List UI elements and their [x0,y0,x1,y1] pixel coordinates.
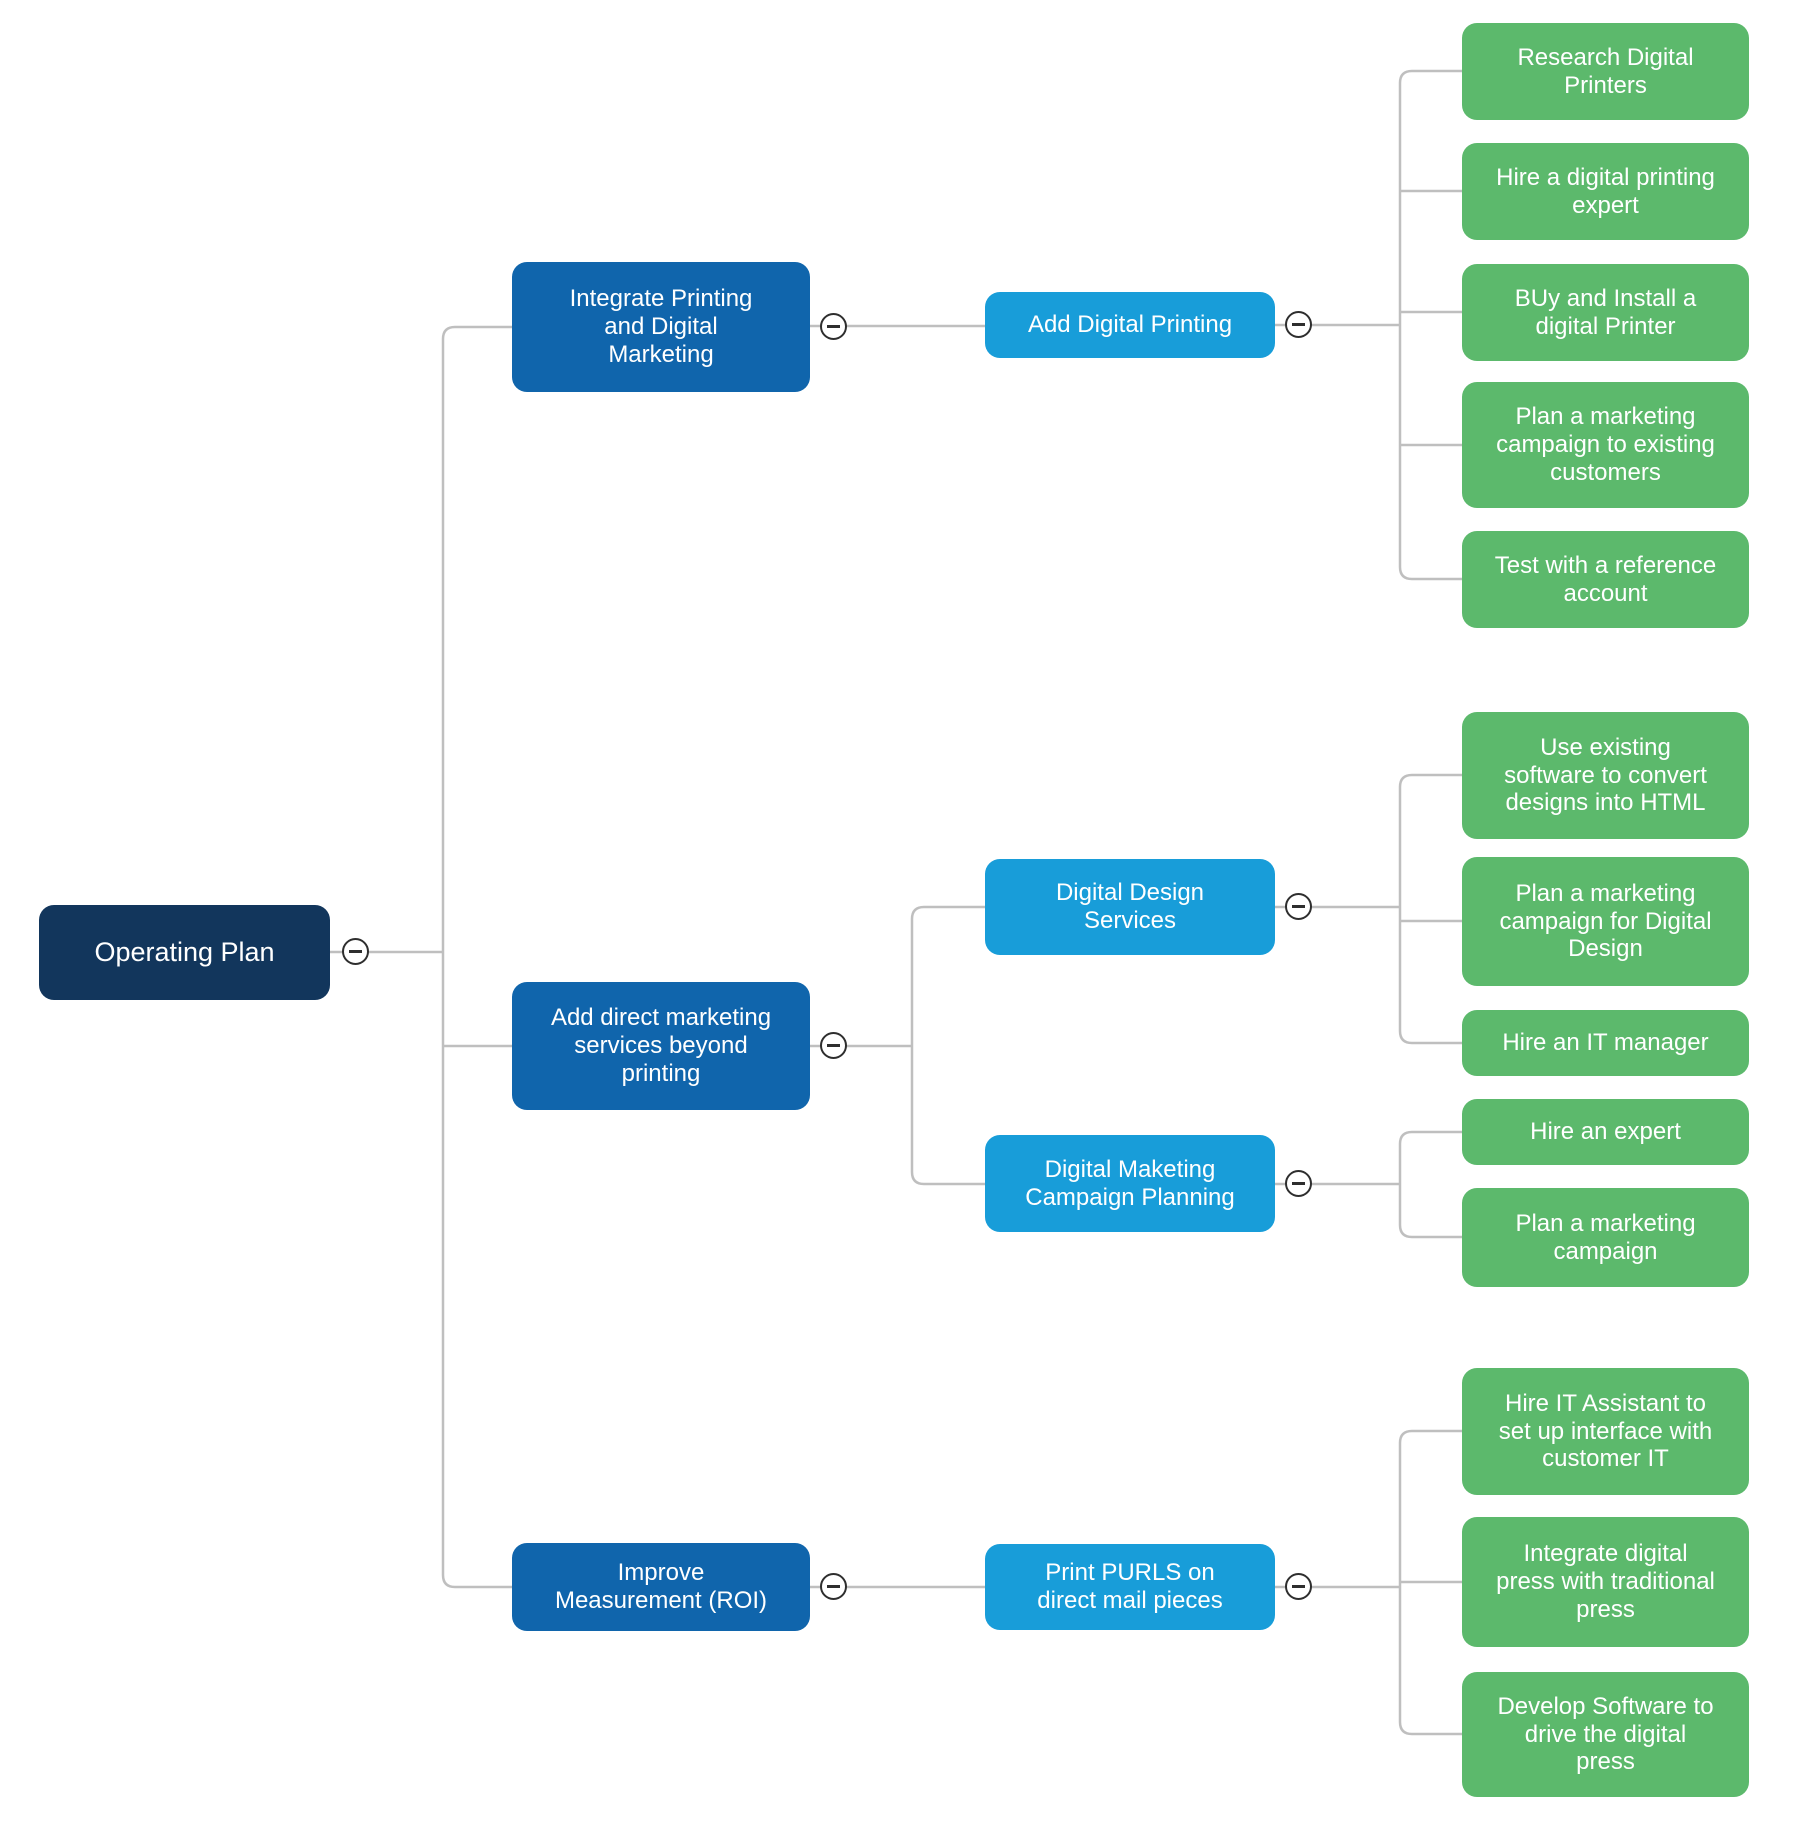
node-label: Digital Design Services [1055,879,1205,934]
node-label: Integrate digital press with traditional… [1496,1540,1715,1623]
node-label: Operating Plan [94,936,275,967]
node-label: Print PURLS on direct mail pieces [1037,1559,1223,1614]
minus-icon [349,950,362,953]
node-integrate-printing-marketing[interactable]: Integrate Printing and Digital Marketing [512,262,810,392]
node-improve-measurement-roi[interactable]: Improve Measurement (ROI) [512,1543,810,1631]
node-operating-plan[interactable]: Operating Plan [39,905,330,1000]
minus-icon [827,1044,840,1047]
node-label: Integrate Printing and Digital Marketing [569,285,753,368]
node-hire-an-expert[interactable]: Hire an expert [1462,1099,1749,1165]
node-label: Hire an expert [1530,1118,1681,1146]
collapse-toggle-print-purls-direct-mail[interactable] [1285,1573,1312,1600]
node-add-digital-printing[interactable]: Add Digital Printing [985,292,1275,358]
node-integrate-digital-press[interactable]: Integrate digital press with traditional… [1462,1517,1749,1647]
collapse-toggle-digital-marketing-campaign-planning[interactable] [1285,1170,1312,1197]
node-label: Hire a digital printing expert [1496,163,1715,219]
node-plan-campaign-existing-customers[interactable]: Plan a marketing campaign to existing cu… [1462,382,1749,508]
node-hire-digital-printing-expert[interactable]: Hire a digital printing expert [1462,143,1749,240]
minus-icon [827,325,840,328]
node-digital-design-services[interactable]: Digital Design Services [985,859,1275,955]
node-label: Improve Measurement (ROI) [554,1559,768,1614]
minus-icon [1292,1182,1305,1185]
node-label: Plan a marketing campaign to existing cu… [1496,403,1715,486]
node-develop-software-digital-press[interactable]: Develop Software to drive the digital pr… [1462,1672,1749,1797]
collapse-toggle-integrate-printing-marketing[interactable] [820,313,847,340]
collapse-toggle-add-direct-marketing-services[interactable] [820,1032,847,1059]
node-buy-install-digital-printer[interactable]: BUy and Install a digital Printer [1462,264,1749,361]
collapse-toggle-add-digital-printing[interactable] [1285,311,1312,338]
node-use-existing-software-html[interactable]: Use existing software to convert designs… [1462,712,1749,839]
node-label: Research Digital Printers [1517,43,1694,99]
node-label: BUy and Install a digital Printer [1514,284,1697,340]
node-plan-marketing-campaign[interactable]: Plan a marketing campaign [1462,1188,1749,1287]
collapse-toggle-improve-measurement-roi[interactable] [820,1573,847,1600]
node-test-reference-account[interactable]: Test with a reference account [1462,531,1749,628]
minus-icon [827,1585,840,1588]
node-label: Develop Software to drive the digital pr… [1497,1692,1714,1776]
node-label: Add Digital Printing [1027,311,1233,339]
node-label: Digital Maketing Campaign Planning [1025,1155,1235,1211]
node-add-direct-marketing-services[interactable]: Add direct marketing services beyond pri… [512,982,810,1110]
node-hire-it-assistant[interactable]: Hire IT Assistant to set up interface wi… [1462,1368,1749,1495]
node-label: Test with a reference account [1494,551,1717,607]
collapse-toggle-digital-design-services[interactable] [1285,893,1312,920]
node-label: Hire an IT manager [1502,1029,1709,1057]
node-label: Add direct marketing services beyond pri… [550,1004,772,1087]
node-hire-it-manager[interactable]: Hire an IT manager [1462,1010,1749,1076]
minus-icon [1292,905,1305,908]
node-digital-marketing-campaign-planning[interactable]: Digital Maketing Campaign Planning [985,1135,1275,1232]
node-research-digital-printers[interactable]: Research Digital Printers [1462,23,1749,120]
node-label: Hire IT Assistant to set up interface wi… [1498,1389,1713,1473]
node-plan-campaign-digital-design[interactable]: Plan a marketing campaign for Digital De… [1462,857,1749,986]
minus-icon [1292,1585,1305,1588]
minus-icon [1292,323,1305,326]
node-print-purls-direct-mail[interactable]: Print PURLS on direct mail pieces [985,1544,1275,1630]
collapse-toggle-operating-plan[interactable] [342,938,369,965]
node-label: Plan a marketing campaign [1515,1209,1696,1265]
node-label: Plan a marketing campaign for Digital De… [1499,879,1712,963]
node-label: Use existing software to convert designs… [1504,733,1707,817]
